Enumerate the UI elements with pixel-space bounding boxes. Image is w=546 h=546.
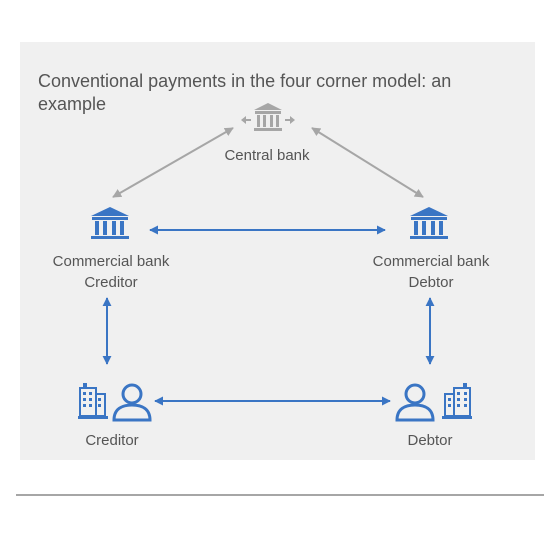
diagram-title: Conventional payments in the four corner… [38, 71, 452, 114]
debtor-person-icon [395, 383, 435, 422]
debtor-bank-label-line2: Debtor [408, 274, 454, 291]
debtor-building-icon [442, 383, 472, 419]
creditor-building-icon [78, 383, 108, 419]
creditor-bank-label-line1: Commercial bank [52, 253, 170, 270]
debtor-bank-label: Commercial bank Debtor [350, 251, 512, 293]
debtor-label: Debtor [407, 432, 453, 449]
arrow-central-to-debtor-bank [311, 127, 424, 198]
debtor-bank-icon [410, 207, 448, 239]
creditor-bank-icon [91, 207, 129, 239]
creditor-bank-label-line2: Creditor [84, 274, 138, 291]
debtor-bank-label-line1: Commercial bank [372, 253, 490, 270]
central-bank-label: Central bank [224, 147, 310, 164]
bottom-divider [16, 494, 544, 496]
creditor-label: Creditor [85, 432, 139, 449]
arrow-central-to-creditor-bank [112, 127, 234, 198]
creditor-person-icon [112, 383, 152, 422]
central-bank-icon [241, 103, 295, 131]
creditor-bank-label: Commercial bank Creditor [30, 251, 192, 293]
